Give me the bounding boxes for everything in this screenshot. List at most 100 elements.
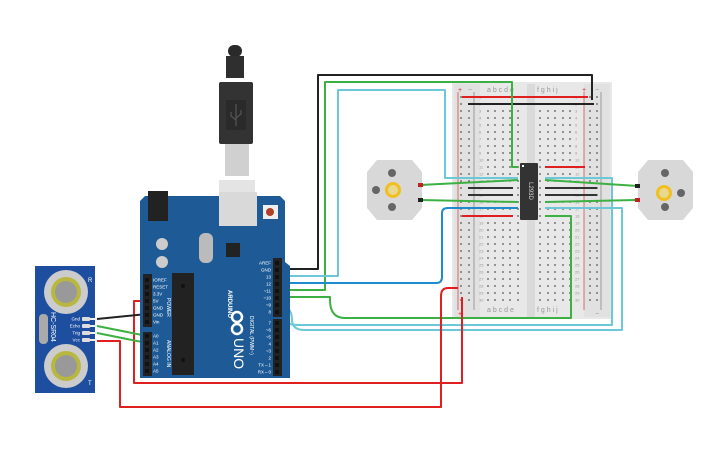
breadboard-hole[interactable] <box>509 131 511 133</box>
breadboard-hole[interactable] <box>589 131 591 133</box>
breadboard-hole[interactable] <box>468 180 470 182</box>
breadboard-hole[interactable] <box>589 110 591 112</box>
breadboard-hole[interactable] <box>589 117 591 119</box>
breadboard-hole[interactable] <box>562 292 564 294</box>
breadboard-hole[interactable] <box>562 173 564 175</box>
breadboard-hole[interactable] <box>539 257 541 259</box>
breadboard-hole[interactable] <box>509 278 511 280</box>
breadboard-hole[interactable] <box>487 124 489 126</box>
breadboard-hole[interactable] <box>589 271 591 273</box>
breadboard-hole[interactable] <box>502 292 504 294</box>
breadboard-hole[interactable] <box>547 278 549 280</box>
breadboard-hole[interactable] <box>468 278 470 280</box>
breadboard-hole[interactable] <box>554 131 556 133</box>
breadboard-hole[interactable] <box>569 173 571 175</box>
header-pin[interactable] <box>275 282 279 286</box>
breadboard-hole[interactable] <box>562 124 564 126</box>
breadboard-hole[interactable] <box>509 292 511 294</box>
breadboard-hole[interactable] <box>562 229 564 231</box>
breadboard-hole[interactable] <box>562 145 564 147</box>
breadboard-hole[interactable] <box>517 285 519 287</box>
breadboard-hole[interactable] <box>460 138 462 140</box>
breadboard-hole[interactable] <box>596 222 598 224</box>
breadboard-hole[interactable] <box>460 257 462 259</box>
breadboard-hole[interactable] <box>509 250 511 252</box>
breadboard-hole[interactable] <box>539 145 541 147</box>
breadboard-hole[interactable] <box>547 243 549 245</box>
breadboard-hole[interactable] <box>539 236 541 238</box>
breadboard-hole[interactable] <box>569 131 571 133</box>
breadboard-hole[interactable] <box>468 152 470 154</box>
breadboard-hole[interactable] <box>509 110 511 112</box>
breadboard-hole[interactable] <box>460 194 462 196</box>
breadboard-hole[interactable] <box>596 138 598 140</box>
header-pin[interactable] <box>145 313 149 317</box>
breadboard-hole[interactable] <box>502 257 504 259</box>
breadboard-hole[interactable] <box>562 110 564 112</box>
breadboard-hole[interactable] <box>487 236 489 238</box>
breadboard-hole[interactable] <box>517 110 519 112</box>
breadboard-hole[interactable] <box>468 145 470 147</box>
breadboard-hole[interactable] <box>589 278 591 280</box>
breadboard-hole[interactable] <box>562 278 564 280</box>
breadboard-hole[interactable] <box>460 103 462 105</box>
header-pin[interactable] <box>145 348 149 352</box>
breadboard-hole[interactable] <box>509 117 511 119</box>
breadboard-hole[interactable] <box>494 236 496 238</box>
breadboard-hole[interactable] <box>487 131 489 133</box>
breadboard-hole[interactable] <box>517 292 519 294</box>
breadboard-hole[interactable] <box>494 159 496 161</box>
breadboard-hole[interactable] <box>554 250 556 252</box>
breadboard-hole[interactable] <box>517 236 519 238</box>
breadboard-hole[interactable] <box>509 138 511 140</box>
breadboard-hole[interactable] <box>554 152 556 154</box>
breadboard-hole[interactable] <box>502 271 504 273</box>
header-pin[interactable] <box>275 303 279 307</box>
breadboard-hole[interactable] <box>517 194 519 196</box>
reset-button[interactable] <box>266 208 274 216</box>
breadboard-hole[interactable] <box>517 222 519 224</box>
breadboard-hole[interactable] <box>517 250 519 252</box>
breadboard-hole[interactable] <box>487 159 489 161</box>
breadboard-hole[interactable] <box>562 257 564 259</box>
breadboard-hole[interactable] <box>589 166 591 168</box>
breadboard-hole[interactable] <box>460 145 462 147</box>
breadboard-hole[interactable] <box>589 257 591 259</box>
breadboard-hole[interactable] <box>539 159 541 161</box>
breadboard-hole[interactable] <box>539 173 541 175</box>
header-pin[interactable] <box>145 369 149 373</box>
breadboard-hole[interactable] <box>547 131 549 133</box>
breadboard-hole[interactable] <box>487 110 489 112</box>
breadboard-hole[interactable] <box>554 138 556 140</box>
sensor-pin[interactable] <box>82 338 90 342</box>
breadboard-hole[interactable] <box>468 124 470 126</box>
breadboard-hole[interactable] <box>517 257 519 259</box>
breadboard-hole[interactable] <box>502 138 504 140</box>
breadboard-hole[interactable] <box>539 222 541 224</box>
arduino-uno[interactable]: AREFGND1312~11~10~987~6~54~32TX→1RX←0IOR… <box>140 191 290 378</box>
header-pin[interactable] <box>275 328 279 332</box>
header-pin[interactable] <box>275 289 279 293</box>
breadboard-hole[interactable] <box>502 222 504 224</box>
breadboard-hole[interactable] <box>589 215 591 217</box>
header-pin[interactable] <box>275 370 279 374</box>
header-pin[interactable] <box>275 356 279 360</box>
header-pin[interactable] <box>145 320 149 324</box>
breadboard-hole[interactable] <box>502 145 504 147</box>
breadboard-hole[interactable] <box>589 243 591 245</box>
breadboard-hole[interactable] <box>502 110 504 112</box>
breadboard-hole[interactable] <box>460 159 462 161</box>
breadboard-hole[interactable] <box>517 229 519 231</box>
breadboard-hole[interactable] <box>596 299 598 301</box>
header-pin[interactable] <box>145 355 149 359</box>
breadboard-hole[interactable] <box>596 131 598 133</box>
header-pin[interactable] <box>275 321 279 325</box>
breadboard-hole[interactable] <box>509 299 511 301</box>
breadboard-hole[interactable] <box>487 271 489 273</box>
breadboard-hole[interactable] <box>562 138 564 140</box>
breadboard-hole[interactable] <box>547 152 549 154</box>
breadboard-hole[interactable] <box>460 243 462 245</box>
breadboard-hole[interactable] <box>562 117 564 119</box>
breadboard-hole[interactable] <box>517 299 519 301</box>
breadboard-hole[interactable] <box>547 110 549 112</box>
